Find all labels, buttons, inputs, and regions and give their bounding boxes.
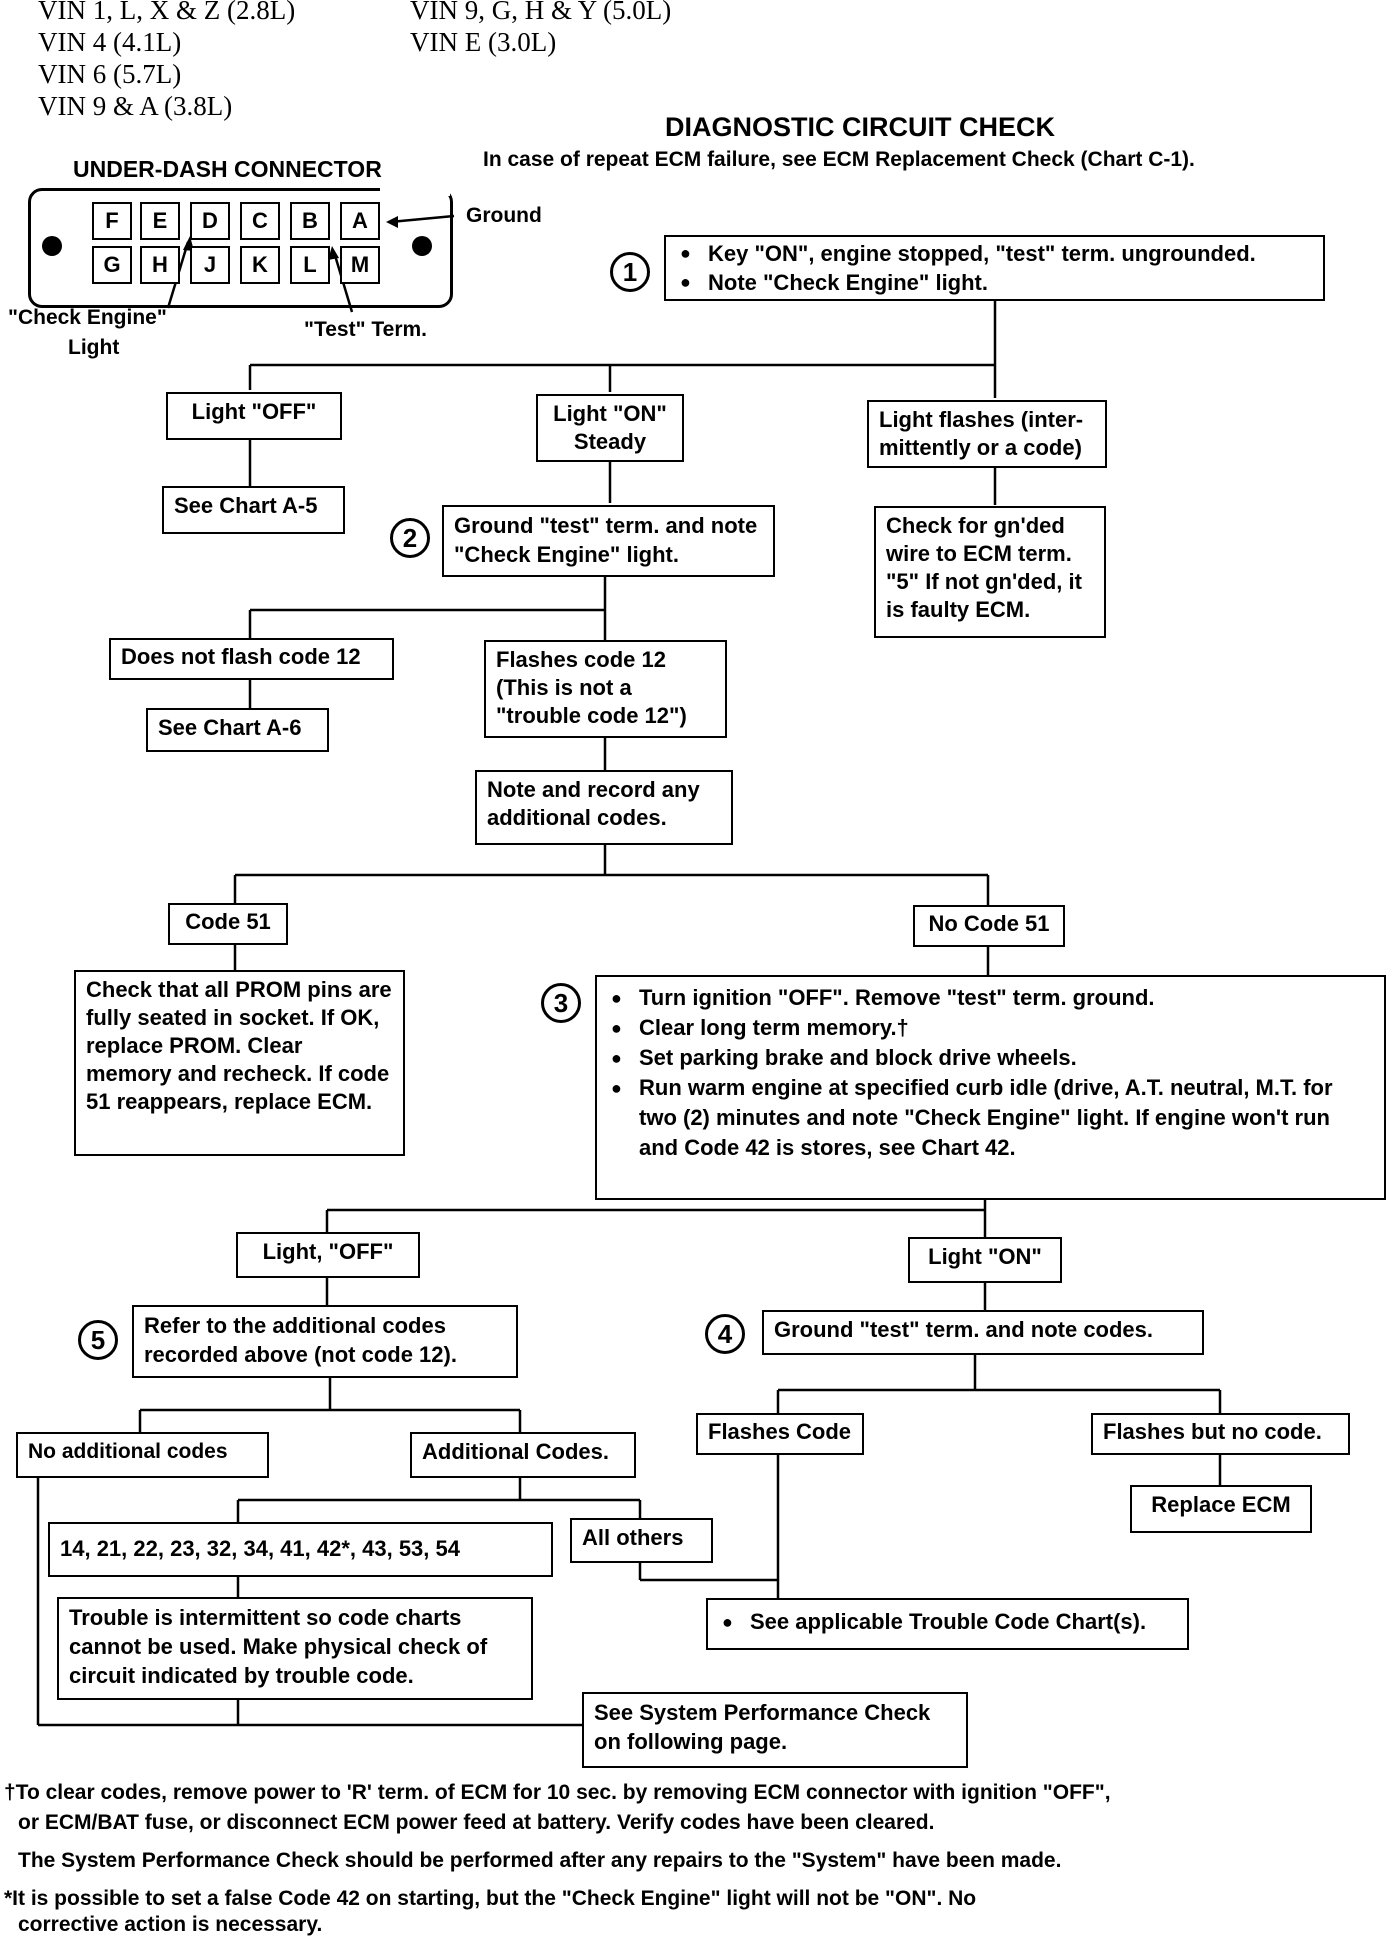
box-line: Steady: [573, 429, 647, 454]
footnote: The System Performance Check should be p…: [18, 1849, 1062, 1872]
list-item: Set parking brake and block drive wheels…: [607, 1043, 1374, 1073]
see-system-performance-box: See System Performance Check on followin…: [582, 1692, 968, 1768]
step-number: 5: [78, 1320, 118, 1360]
step3-list: Turn ignition "OFF". Remove "test" term.…: [607, 983, 1374, 1163]
vin-line: VIN 1, L, X & Z (2.8L): [38, 0, 296, 25]
vin-line: VIN 4 (4.1L): [38, 27, 182, 57]
vin-line: VIN E (3.0L): [410, 27, 557, 57]
step5-box: Refer to the additional codes recorded a…: [132, 1305, 518, 1378]
list-item: See applicable Trouble Code Chart(s).: [718, 1608, 1177, 1636]
code51-box: Code 51: [168, 903, 288, 945]
vin-list-left: VIN 1, L, X & Z (2.8L) VIN 4 (4.1L) VIN …: [38, 0, 295, 122]
see-trouble-chart-box: See applicable Trouble Code Chart(s).: [706, 1598, 1189, 1650]
pin-f: F: [92, 202, 132, 240]
flashes-no-code-box: Flashes but no code.: [1091, 1413, 1350, 1455]
check-grounded-box: Check for gn'ded wire to ECM term. "5" I…: [874, 506, 1106, 638]
trouble-list: See applicable Trouble Code Chart(s).: [718, 1608, 1177, 1636]
intermittent-box: Trouble is intermittent so code charts c…: [57, 1597, 533, 1700]
pin-m: M: [340, 246, 380, 284]
see-chart-a6-box: See Chart A-6: [146, 708, 329, 752]
check-engine-label-light: Light: [68, 336, 120, 359]
light-on-steady-box: Light "ON" Steady: [536, 394, 684, 462]
no-additional-codes-box: No additional codes: [16, 1432, 269, 1478]
list-item: Key "ON", engine stopped, "test" term. u…: [676, 239, 1313, 268]
pin-k: K: [240, 246, 280, 284]
flashes-code12-box: Flashes code 12 (This is not a "trouble …: [484, 640, 727, 738]
vin-line: VIN 6 (5.7L): [38, 59, 182, 89]
step-number: 2: [390, 518, 430, 558]
check-engine-label: "Check Engine": [8, 306, 167, 329]
vin-line: VIN 9, G, H & Y (5.0L): [410, 0, 672, 25]
connector-body: [28, 188, 453, 308]
footnote: †To clear codes, remove power to 'R' ter…: [4, 1781, 1111, 1804]
connector-hole-right: [412, 236, 432, 256]
list-item: Run warm engine at specified curb idle (…: [607, 1073, 1374, 1163]
light-flashes-box: Light flashes (inter-mittently or a code…: [867, 400, 1107, 468]
pin-l: L: [290, 246, 330, 284]
vin-list-right: VIN 9, G, H & Y (5.0L) VIN E (3.0L): [410, 0, 671, 58]
list-item: Note "Check Engine" light.: [676, 268, 1313, 297]
additional-codes-box: Additional Codes.: [410, 1432, 636, 1478]
pin-h: H: [140, 246, 180, 284]
footnote: or ECM/BAT fuse, or disconnect ECM power…: [18, 1811, 935, 1834]
connector-hole-left: [42, 236, 62, 256]
flashes-code-box: Flashes Code: [696, 1413, 864, 1455]
footnote: *It is possible to set a false Code 42 o…: [4, 1887, 977, 1910]
see-chart-a5-box: See Chart A-5: [162, 486, 345, 534]
pin-g: G: [92, 246, 132, 284]
step-number: 4: [705, 1314, 745, 1354]
pin-d: D: [190, 202, 230, 240]
code-list-box: 14, 21, 22, 23, 32, 34, 41, 42*, 43, 53,…: [48, 1522, 553, 1577]
footnote: corrective action is necessary.: [18, 1913, 323, 1936]
vin-line: VIN 9 & A (3.8L): [38, 91, 233, 121]
pin-j: J: [190, 246, 230, 284]
light-on2-box: Light "ON": [908, 1237, 1062, 1283]
step-number: 3: [541, 983, 581, 1023]
pin-e: E: [140, 202, 180, 240]
all-others-box: All others: [570, 1518, 713, 1563]
page-subtitle: In case of repeat ECM failure, see ECM R…: [483, 148, 1195, 171]
step1-box: Key "ON", engine stopped, "test" term. u…: [664, 235, 1325, 301]
step4-box: Ground "test" term. and note codes.: [762, 1310, 1204, 1355]
record-codes-box: Note and record any additional codes.: [475, 770, 733, 845]
page-title: DIAGNOSTIC CIRCUIT CHECK: [665, 112, 1055, 142]
no-flash-code12-box: Does not flash code 12: [109, 638, 394, 680]
step1-list: Key "ON", engine stopped, "test" term. u…: [676, 239, 1313, 297]
test-term-label: "Test" Term.: [304, 318, 427, 341]
no-code51-box: No Code 51: [913, 905, 1065, 947]
pin-b: B: [290, 202, 330, 240]
pin-a: A: [340, 202, 380, 240]
step2-box: Ground "test" term. and note "Check Engi…: [442, 505, 775, 577]
replace-ecm-box: Replace ECM: [1130, 1485, 1312, 1533]
prom-check-box: Check that all PROM pins are fully seate…: [74, 970, 405, 1156]
connector-notch: [380, 186, 450, 196]
ground-label: Ground: [466, 204, 542, 227]
step3-box: Turn ignition "OFF". Remove "test" term.…: [595, 975, 1386, 1200]
list-item: Clear long term memory.†: [607, 1013, 1374, 1043]
light-off-box: Light "OFF": [166, 392, 342, 440]
pin-c: C: [240, 202, 280, 240]
step-number: 1: [610, 252, 650, 292]
connector-title: UNDER-DASH CONNECTOR: [73, 156, 382, 182]
box-line: Light "ON": [553, 401, 667, 426]
list-item: Turn ignition "OFF". Remove "test" term.…: [607, 983, 1374, 1013]
light-off2-box: Light, "OFF": [236, 1232, 420, 1278]
